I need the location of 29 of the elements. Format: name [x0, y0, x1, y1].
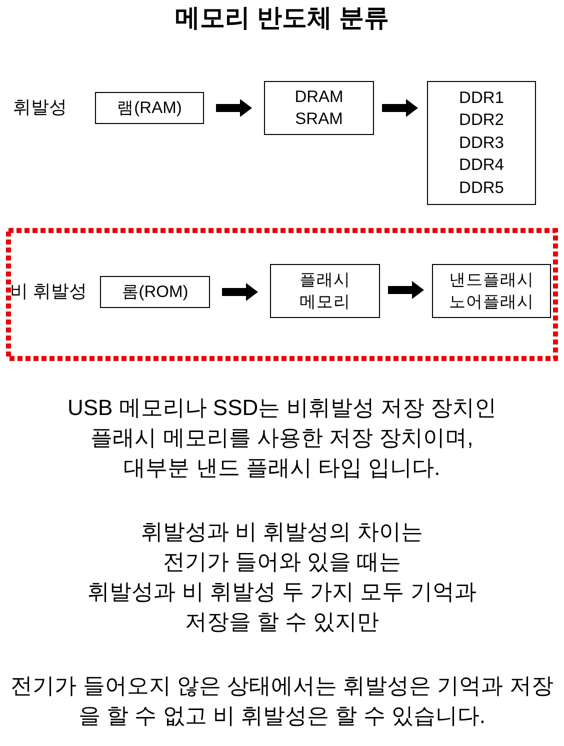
- memory-type-label: DDR3: [459, 132, 504, 154]
- block-arrow: [216, 99, 252, 117]
- note-paragraph: 휘발성과 비 휘발성의 차이는 전기가 들어와 있을 때는 휘발성과 비 휘발성 두 가지 모두 기억과 저장을 할 수 있지만: [86, 518, 478, 636]
- memory-type-label: 램(RAM): [117, 98, 182, 119]
- memory-type-box: [427, 81, 536, 205]
- block-arrow: [382, 99, 418, 117]
- memory-type-box: [264, 81, 374, 135]
- memory-type-label: DDR1: [459, 88, 504, 109]
- note-paragraph: USB 메모리나 SSD는 비휘발성 저장 장치인 플래시 메모리를 사용한 저장 장치이며, 대부분 낸드 플래시 타입 입니다.: [66, 394, 498, 482]
- memory-type-box: [95, 92, 204, 124]
- diagram-title: 메모리 반도체 분류: [174, 3, 390, 34]
- memory-type-label: 노어플래시: [449, 292, 534, 313]
- memory-type-label: 낸드플래시: [449, 270, 534, 290]
- memory-type-label: DDR5: [459, 178, 504, 199]
- row-heading: 비 휘발성: [10, 280, 88, 303]
- block-arrow: [388, 281, 424, 299]
- memory-type-label: DDR4: [459, 155, 504, 176]
- memory-type-label: 롬(ROM): [122, 282, 188, 303]
- memory-type-box: [270, 264, 380, 318]
- block-arrow: [222, 283, 258, 301]
- memory-type-label: DRAM: [294, 86, 344, 108]
- dotted-frame: [6, 228, 558, 361]
- memory-type-label: SRAM: [295, 109, 343, 130]
- note-paragraph: 전기가 들어오지 않은 상태에서는 휘발성은 기억과 저장을 할 수 없고 비 휘발성은 할 수 있습니다.: [10, 672, 554, 730]
- memory-type-label: 플래시 메모리: [298, 270, 352, 313]
- memory-type-label: DDR2: [459, 110, 504, 132]
- row-heading: 휘발성: [13, 96, 67, 119]
- memory-type-box: [100, 276, 210, 308]
- memory-type-box: [432, 264, 551, 318]
